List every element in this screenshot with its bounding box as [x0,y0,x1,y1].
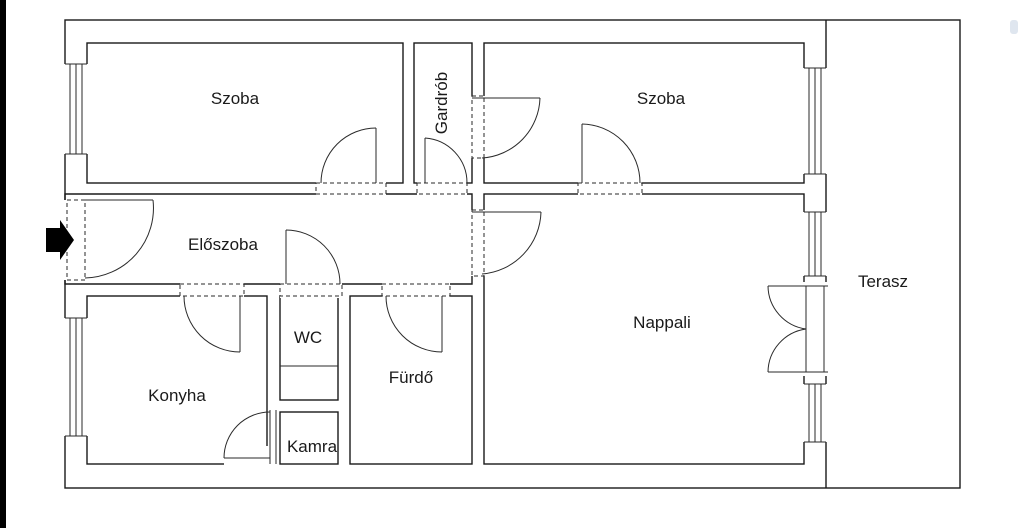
window-nappali-upper [802,211,830,277]
label-szoba-left: Szoba [211,89,260,108]
room-wc [279,295,339,401]
room-szoba-left [86,42,404,184]
door-gardrob-side [472,97,541,159]
door-nappali [472,211,542,275]
door-furdo [385,295,443,353]
door-terasz [767,285,828,373]
door-gaps [63,96,830,466]
label-wc: WC [294,328,322,347]
label-terasz: Terasz [858,272,908,291]
door-szoba-right [581,123,641,184]
window-szoba-right [802,67,830,175]
label-konyha: Konyha [148,386,206,405]
label-eloszoba: Előszoba [188,235,258,254]
door-eloszoba-wc [285,229,341,285]
left-edge-bar [0,0,6,528]
window-szoba-left [63,63,89,155]
label-furdo: Fürdő [389,368,433,387]
window-konyha [63,317,89,437]
entrance-arrow-icon [46,220,74,260]
label-nappali: Nappali [633,313,691,332]
window-nappali-lower [802,383,830,443]
edge-handle-icon [1010,20,1018,34]
windows [63,63,830,443]
room-szoba-right [483,42,805,184]
room-eloszoba [64,193,473,285]
door-entrance [84,199,154,279]
door-kamra [223,410,277,464]
label-kamra: Kamra [287,437,338,456]
door-konyha [183,295,241,353]
room-kamra [279,411,339,465]
label-szoba-right: Szoba [637,89,686,108]
label-gardrob: Gardrób [432,72,451,134]
door-szoba-left [320,127,377,184]
door-gardrob [424,137,468,184]
